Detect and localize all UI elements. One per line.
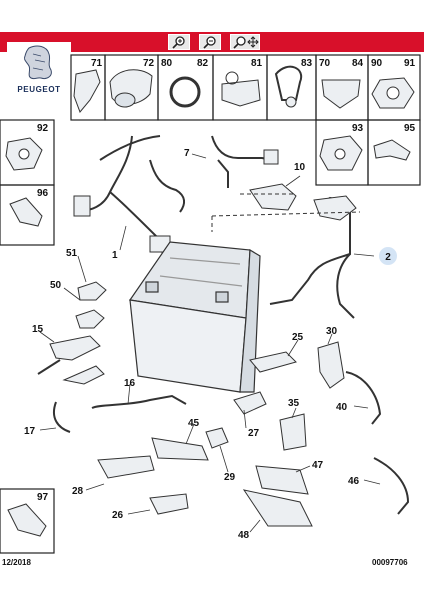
callout-29: 29 — [224, 472, 236, 483]
callout-25: 25 — [292, 332, 304, 343]
callout-16: 16 — [124, 378, 136, 389]
zoom-out-button[interactable] — [199, 34, 221, 50]
zoom-in-button[interactable] — [168, 34, 190, 50]
thumb-label-91: 91 — [404, 58, 416, 69]
callout-50: 50 — [50, 280, 62, 291]
thumb-label-71: 71 — [91, 58, 103, 69]
callout-1: 1 — [112, 250, 118, 261]
callout-51: 51 — [66, 248, 78, 259]
left-parts — [37, 281, 187, 433]
dashed-guides — [211, 193, 361, 232]
callout-45: 45 — [188, 418, 200, 429]
thumb-label-72: 72 — [143, 58, 155, 69]
part-96-bolt — [9, 197, 43, 227]
thumb-label-82: 82 — [197, 58, 209, 69]
callout-10: 10 — [294, 162, 306, 173]
callout-48: 48 — [238, 530, 250, 541]
footer-date: 12/2018 — [2, 558, 31, 567]
callout-2: 2 — [385, 252, 391, 263]
callout-27: 27 — [248, 428, 260, 439]
footer-ref: 00097706 — [372, 558, 408, 567]
callouts: 1 2 7 10 51 50 15 16 17 25 30 40 35 27 4… — [24, 148, 391, 541]
thumb-label-97: 97 — [37, 492, 49, 503]
thumb-label-95: 95 — [404, 123, 416, 134]
lion-icon — [24, 45, 52, 80]
callout-7: 7 — [184, 148, 190, 159]
thumb-label-96: 96 — [37, 188, 49, 199]
callout-2-highlight — [379, 247, 397, 265]
thumb-label-93: 93 — [352, 123, 364, 134]
terminal-10 — [249, 183, 357, 221]
part-80-ring — [169, 76, 201, 108]
part-95-bolt — [373, 139, 411, 161]
brand-name: PEUGEOT — [17, 85, 61, 94]
zoom-out-icon — [203, 36, 216, 49]
callout-35: 35 — [288, 398, 300, 409]
brand-logo: PEUGEOT — [7, 42, 71, 102]
part-71-bracket — [73, 69, 101, 113]
thumb-label-84: 84 — [352, 58, 364, 69]
callout-40: 40 — [336, 402, 348, 413]
thumb-label-81: 81 — [251, 58, 263, 69]
battery — [128, 241, 261, 393]
zoom-in-icon — [172, 36, 185, 49]
brackets — [97, 341, 410, 527]
part-83-strap — [274, 65, 303, 101]
thumbnail-parts — [5, 65, 415, 537]
callout-28: 28 — [72, 486, 84, 497]
part-84-clamp — [321, 79, 361, 109]
cable-7 — [211, 135, 279, 188]
harness-1 — [73, 135, 186, 257]
leader-lines — [39, 153, 381, 533]
callout-46: 46 — [348, 476, 360, 487]
toolbar — [0, 32, 424, 52]
callout-26: 26 — [112, 510, 124, 521]
callout-47: 47 — [312, 460, 324, 471]
thumbnail-grid — [0, 54, 421, 554]
callout-17: 17 — [24, 426, 36, 437]
callout-15: 15 — [32, 324, 44, 335]
thumb-label-70: 70 — [319, 58, 331, 69]
part-81-clip — [221, 79, 261, 107]
callout-30: 30 — [326, 326, 338, 337]
zoom-move-button[interactable] — [230, 34, 260, 50]
thumb-label-80: 80 — [161, 58, 173, 69]
thumb-label-92: 92 — [37, 123, 49, 134]
thumb-label-83: 83 — [301, 58, 313, 69]
zoom-move-icon — [233, 36, 259, 49]
thumb-label-90: 90 — [371, 58, 383, 69]
part-97-bolt — [7, 503, 47, 537]
